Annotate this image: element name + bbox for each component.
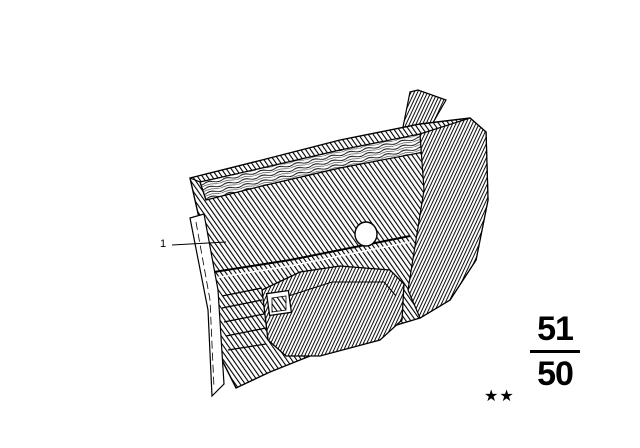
lower-vent-slats <box>221 287 267 351</box>
group-number-top: 51 <box>537 310 574 348</box>
speaker-grille <box>354 221 378 247</box>
group-number-block: 51 50 <box>528 312 582 391</box>
group-number-bottom: 50 <box>537 355 574 393</box>
group-number-divider <box>530 350 580 353</box>
callout-label-1: 1 <box>160 238 167 250</box>
armrest-shell <box>407 117 489 319</box>
callout-leader-1 <box>171 241 227 246</box>
front-edge-post <box>189 213 225 398</box>
door-pocket <box>261 265 405 357</box>
belt-line <box>213 235 411 273</box>
star-marker: ★★ <box>484 386 515 405</box>
window-frame-tip <box>401 89 447 133</box>
